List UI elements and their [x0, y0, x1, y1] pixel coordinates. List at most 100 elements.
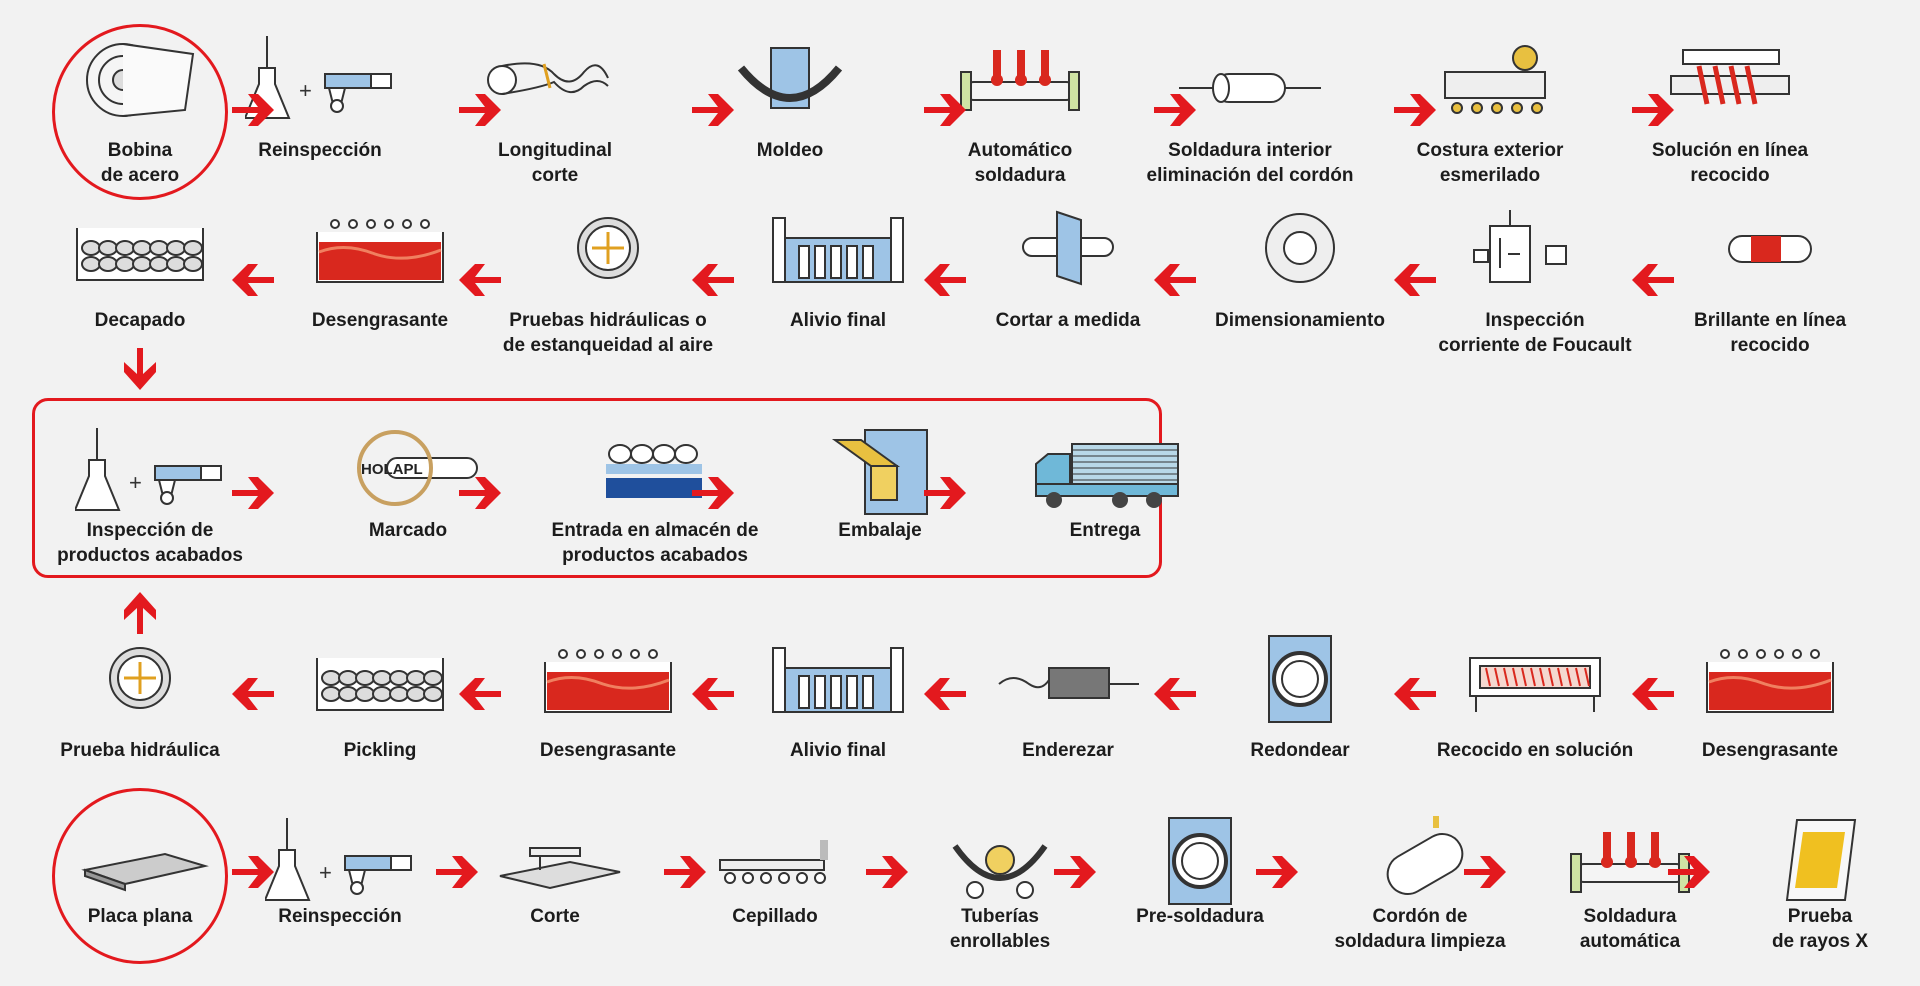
step-label: Soldadura automática: [1579, 906, 1681, 952]
arrow-left-icon: [692, 678, 734, 710]
step-label: Prueba de rayos X: [1771, 906, 1869, 952]
step-label: Entrega: [1069, 520, 1141, 541]
arrow-right-icon: [459, 94, 501, 126]
reinspection-icon: +: [265, 818, 412, 901]
final-inspection-icon: +: [75, 428, 222, 511]
step-label: Redondear: [1250, 740, 1350, 761]
step-label: Reinspección: [278, 906, 402, 927]
step-label: Moldeo: [756, 140, 824, 161]
svg-text:HOLAPL: HOLAPL: [361, 461, 423, 478]
process-step: Recocido en solución: [1437, 628, 1633, 761]
step-label: Soldadura interior eliminación del cordó…: [1146, 140, 1354, 186]
end-relief-machine-icon: [772, 647, 904, 713]
arrow-right-icon: [692, 477, 734, 509]
step-label: Brillante en línea recocido: [1693, 310, 1847, 356]
start-highlight-coil: [52, 24, 228, 200]
steel-coil-icon: [86, 43, 195, 117]
arrow-left-icon: [232, 678, 274, 710]
arrow-right-icon: [232, 94, 274, 126]
pipe-rolling-icon: [952, 844, 1048, 899]
flat-plate-icon: [81, 852, 209, 892]
process-step: Prueba de rayos X: [1725, 810, 1915, 952]
step-label: Dimensionamiento: [1215, 310, 1385, 331]
arrow-left-icon: [1394, 264, 1436, 296]
cut-to-length-icon: [1022, 210, 1114, 286]
inline-solution-annealing-icon: [1670, 49, 1790, 105]
step-label: Alivio final: [789, 740, 887, 761]
process-step: Alivio final: [743, 198, 933, 331]
process-step: Brillante en línea recocido: [1675, 198, 1865, 356]
degreasing-tank-icon: [1706, 649, 1834, 713]
molding-icon: [737, 47, 843, 109]
pickling-tank-icon: [316, 658, 444, 711]
process-step: Tuberías enrollables: [905, 810, 1095, 952]
marking-icon: HOLAPL: [357, 430, 478, 506]
arrow-left-icon: [1394, 678, 1436, 710]
arrow-right-icon: [232, 856, 274, 888]
step-label: Cepillado: [732, 906, 818, 927]
warehouse-icon: [606, 444, 702, 498]
process-step: Pickling: [285, 628, 475, 761]
svg-text:+: +: [299, 78, 312, 103]
step-label: Pickling: [343, 740, 417, 761]
arrow-right-icon: [924, 94, 966, 126]
process-step: Embalaje: [785, 420, 975, 541]
process-step: Entrada en almacén de productos acabados: [552, 420, 758, 566]
solution-annealing-furnace-icon: [1469, 657, 1601, 712]
arrow-left-icon: [459, 678, 501, 710]
arrow-right-icon: [1464, 856, 1506, 888]
step-label: Inspección corriente de Foucault: [1438, 310, 1632, 356]
process-step: Cepillado: [680, 810, 870, 927]
process-step: Solución en línea recocido: [1635, 28, 1825, 186]
arrow-right-icon: [1054, 856, 1096, 888]
delivery-truck-icon: [1035, 443, 1179, 508]
step-label: Recocido en solución: [1436, 740, 1634, 761]
process-step: Costura exterior esmerilado: [1395, 28, 1585, 186]
arrow-right-icon: [692, 94, 734, 126]
process-step: Longitudinal corte: [460, 28, 650, 186]
arrow-right-icon: [1154, 94, 1196, 126]
sizing-ring-icon: [1265, 213, 1335, 283]
arrow-right-icon: [1256, 856, 1298, 888]
step-label: Desengrasante: [539, 740, 677, 761]
arrow-right-icon: [664, 856, 706, 888]
cutting-table-icon: [499, 847, 621, 890]
step-label: Cordón de soldadura limpieza: [1334, 906, 1506, 952]
step-label: Pre-soldadura: [1136, 906, 1264, 927]
arrow-right-icon: [232, 477, 274, 509]
process-step: Prueba hidráulica: [45, 628, 235, 761]
pickling-tank-icon: [76, 228, 204, 281]
process-step: Cortar a medida: [973, 198, 1163, 331]
step-label: Bobina de acero: [100, 140, 180, 186]
process-step: Desengrasante: [513, 628, 703, 761]
process-step: + Reinspección: [225, 28, 415, 161]
process-step: Placa plana: [45, 810, 235, 927]
pre-welding-icon: [1168, 817, 1232, 905]
arrow-left-icon: [1632, 678, 1674, 710]
packing-icon: [831, 429, 928, 515]
degreasing-tank-icon: [316, 219, 444, 283]
arrow-left-icon: [1154, 264, 1196, 296]
process-step: Desengrasante: [1675, 628, 1865, 761]
step-label: Reinspección: [258, 140, 382, 161]
arrow-left-icon: [232, 264, 274, 296]
process-step: Pre-soldadura: [1105, 810, 1295, 927]
straightening-icon: [998, 667, 1139, 699]
step-label: Desengrasante: [1701, 740, 1839, 761]
reinspection-icon: +: [245, 36, 392, 119]
arrow-right-icon: [1668, 856, 1710, 888]
arrow-right-icon: [459, 477, 501, 509]
process-step: Bobina de acero: [45, 28, 235, 186]
arrow-left-icon: [1154, 678, 1196, 710]
pressure-test-icon: [577, 217, 639, 279]
process-step: Automático soldadura: [925, 28, 1115, 186]
step-label: Automático soldadura: [967, 140, 1073, 186]
arrow-left-icon: [924, 678, 966, 710]
arrow-right-icon: [436, 856, 478, 888]
step-label: Inspección de productos acabados: [57, 520, 243, 566]
arrow-right-icon: [866, 856, 908, 888]
process-step: Inspección corriente de Foucault: [1438, 198, 1632, 356]
step-label: Pruebas hidráulicas o de estanqueidad al…: [502, 310, 714, 356]
start-highlight-plate: [52, 788, 228, 964]
